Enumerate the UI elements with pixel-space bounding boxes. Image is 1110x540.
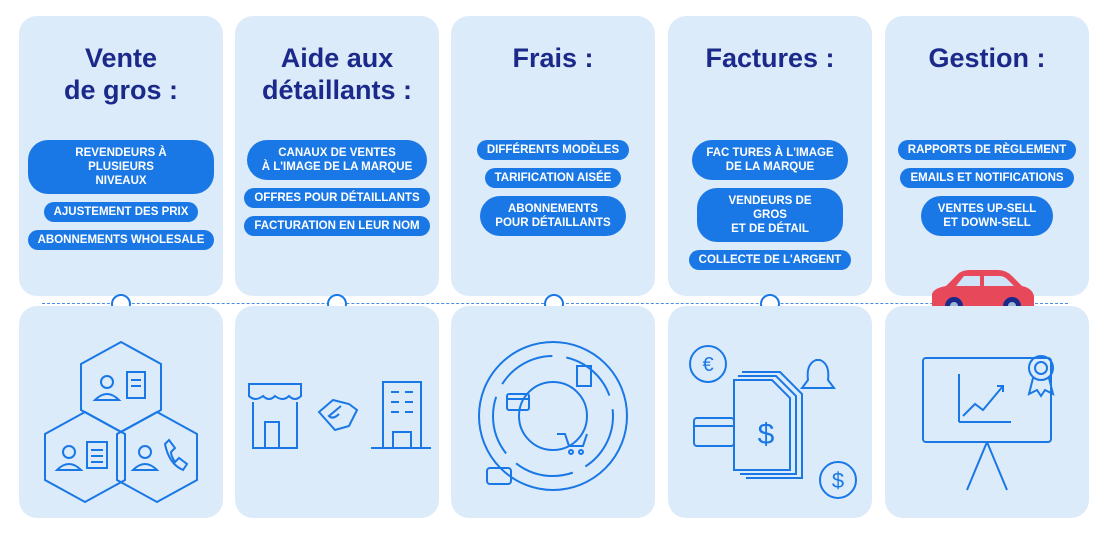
feature-pill: Différents modèles (476, 140, 630, 160)
illustration-panel (19, 306, 223, 518)
feature-pill: Abonnements pour détaillants (480, 196, 626, 236)
column-title: Gestion : (928, 43, 1046, 73)
column-title: Aide aux détaillants : (261, 43, 413, 105)
svg-text:$: $ (758, 418, 775, 451)
payment-cycle-cart-icon (478, 341, 628, 491)
feature-pill: Vendeurs de gros et de détail (697, 188, 843, 242)
feature-pill: Facturation en leur nom (244, 216, 430, 236)
illustration-panel (235, 306, 439, 518)
svg-text:€: € (702, 354, 713, 376)
column-title: Vente de gros : (63, 43, 178, 105)
column-title: Factures : (705, 43, 835, 73)
column-frais: Frais : Différents modèles Tarification … (451, 16, 655, 296)
svg-text:$: $ (832, 468, 844, 493)
feature-pill: Rapports de règlement (897, 140, 1077, 160)
column-factures: Factures : Fac tures à l'image de la mar… (668, 16, 872, 296)
store-handshake-building-icon (248, 381, 431, 449)
hexagon-network-icon (44, 340, 198, 504)
feature-list: Canaux de ventes à l'image de la marque … (235, 140, 439, 244)
column-title: Frais : (512, 43, 594, 73)
feature-list: Revendeurs à plusieurs niveaux Ajustemen… (19, 140, 223, 258)
feature-pill: Revendeurs à plusieurs niveaux (28, 140, 214, 194)
feature-pill: Fac tures à l'image de la marque (692, 140, 848, 180)
column-gestion: Gestion : Rapports de règlement Emails e… (885, 16, 1089, 296)
feature-list: Différents modèles Tarification aisée Ab… (451, 140, 655, 244)
illustration-panel (451, 306, 655, 518)
feature-pill: Collecte de l'argent (688, 250, 852, 270)
feature-pill: Abonnements wholesale (27, 230, 215, 250)
column-vente-de-gros: Vente de gros : Revendeurs à plusieurs n… (19, 16, 223, 296)
feature-list: Fac tures à l'image de la marque Vendeur… (668, 140, 872, 278)
invoice-money-icon: € $ $ (689, 345, 857, 499)
column-aide-aux-detaillants: Aide aux détaillants : Canaux de ventes … (235, 16, 439, 296)
feature-pill: Ajustement des prix (43, 202, 199, 222)
presentation-chart-award-icon (922, 355, 1055, 491)
feature-pill: Canaux de ventes à l'image de la marque (247, 140, 427, 180)
feature-pill: Offres pour détaillants (244, 188, 430, 208)
feature-pill: Ventes up-sell et down-sell (921, 196, 1053, 236)
feature-list: Rapports de règlement Emails et notifica… (885, 140, 1089, 244)
feature-pill: Emails et notifications (900, 168, 1074, 188)
illustration-panel (885, 306, 1089, 518)
feature-pill: Tarification aisée (484, 168, 622, 188)
illustration-panel: € $ $ (668, 306, 872, 518)
